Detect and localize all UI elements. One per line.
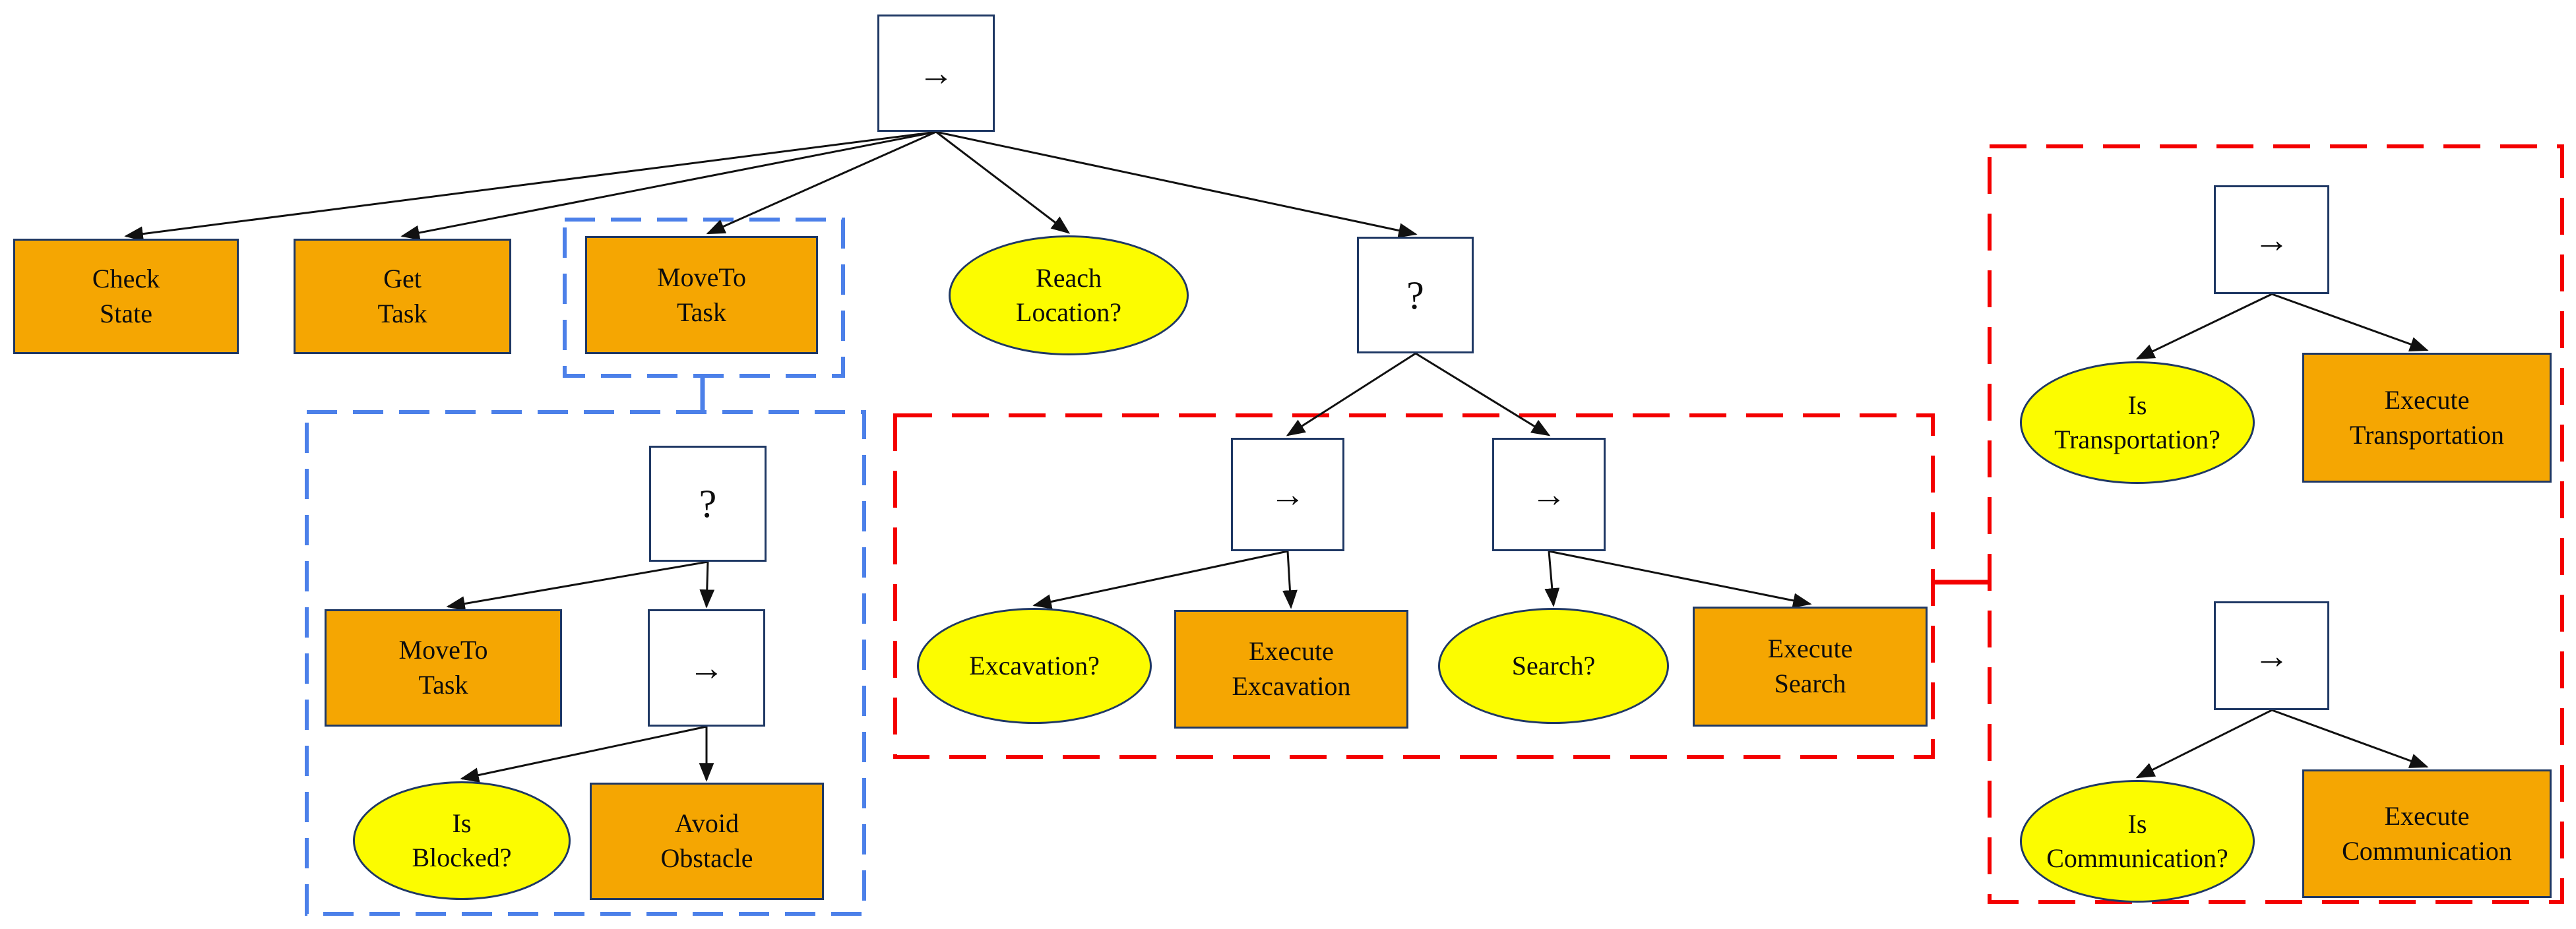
- action-moveto-task: MoveTo Task: [585, 236, 818, 354]
- group-task-right-red-dashed: [1988, 144, 2564, 904]
- action-execute-search: Execute Search: [1693, 607, 1928, 727]
- edge-seqcomm-execute-communication: [2271, 709, 2429, 768]
- operator-avoid-sequence: →: [648, 609, 765, 727]
- edge-seqtransp-is-transportation: [2135, 293, 2273, 360]
- edge-seqcomm-is-communication: [2135, 709, 2273, 779]
- edge-seqexc-excavation: [1032, 550, 1288, 609]
- action-execute-communication: Execute Communication: [2302, 769, 2552, 898]
- condition-is-communication: Is Communication?: [2020, 780, 2255, 903]
- operator-excavation-sequence: →: [1231, 438, 1344, 551]
- action-moveto-task-sub: MoveTo Task: [325, 609, 562, 727]
- edge-selblocked-moveto-sub: [446, 560, 708, 611]
- edge-root-check-state: [124, 131, 937, 242]
- action-execute-excavation: Execute Excavation: [1174, 610, 1408, 729]
- group-moveto-expansion-blue-dashed: [305, 410, 866, 916]
- operator-main-fallback: ?: [1357, 237, 1474, 353]
- edge-selblocked-seq-avoid: [699, 561, 715, 609]
- edge-seqsearch-execute-search: [1548, 550, 1812, 609]
- edge-root-get-task: [400, 131, 937, 241]
- operator-communication-sequence: →: [2214, 601, 2329, 710]
- condition-search: Search?: [1438, 608, 1669, 724]
- edge-seqtransp-execute-transportation: [2271, 293, 2429, 351]
- edge-seqexc-execute-excavation: [1282, 551, 1298, 609]
- operator-blocked-fallback: ?: [649, 446, 767, 562]
- edge-root-selector-main: [935, 131, 1418, 238]
- operator-root-sequence: →: [877, 15, 995, 132]
- edge-root-reach-location: [935, 131, 1071, 234]
- condition-is-blocked: Is Blocked?: [353, 781, 571, 900]
- action-get-task: Get Task: [294, 239, 511, 354]
- edge-seqsearch-search: [1544, 551, 1560, 607]
- action-check-state: Check State: [13, 239, 239, 354]
- condition-excavation: Excavation?: [917, 608, 1152, 724]
- operator-transportation-sequence: →: [2214, 185, 2329, 294]
- edge-selector-seq-excavation: [1286, 352, 1416, 436]
- action-execute-transportation: Execute Transportation: [2302, 353, 2552, 483]
- condition-reach-location: Reach Location?: [949, 235, 1189, 355]
- edge-seqavoid-is-blocked: [460, 725, 707, 783]
- edge-selector-seq-search: [1415, 352, 1551, 436]
- operator-search-sequence: →: [1492, 438, 1606, 551]
- edge-root-moveto-task: [706, 131, 937, 235]
- action-avoid-obstacle: Avoid Obstacle: [590, 783, 824, 900]
- group-task-left-red-dashed: [893, 413, 1935, 759]
- condition-is-transportation: Is Transportation?: [2020, 361, 2255, 484]
